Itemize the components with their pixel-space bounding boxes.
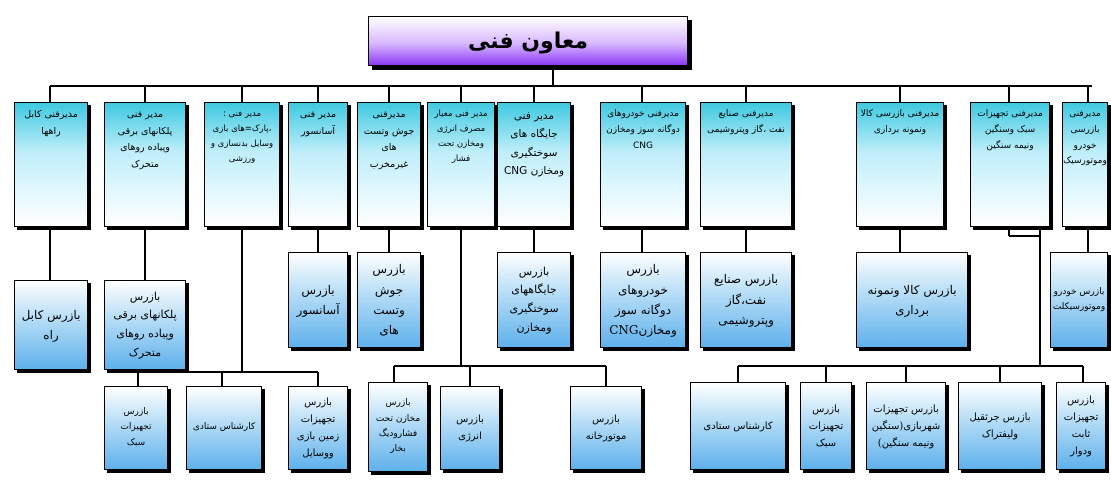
- inspector-dual-fuel-vehicles: بازرس خودروهای دوگانه سوز ومخازنCNG: [600, 252, 686, 348]
- inspector-playground-equipment: بازرس تجهیزات زمین بازی ووسایل: [288, 386, 348, 470]
- inspector-oil-gas: بازرس صنایع نفت،گاز وپتروشیمی: [700, 252, 792, 348]
- staff-expert-a: کارشناس ستادی: [186, 386, 262, 470]
- inspector-energy: بازرس انرژی: [440, 386, 500, 470]
- inspector-light-equipment-a: بازرس تجهیزات سبک: [104, 386, 168, 470]
- root-deputy-technical: معاون فنی: [368, 16, 688, 66]
- manager-cng-stations: مدیر فنی جایگاه های سوختگیری ومخازن CNG: [497, 102, 571, 227]
- inspector-escalators: بازرس پلکانهای برقی وپیاده روهای متحرک: [104, 280, 186, 370]
- inspector-cable-way: بازرس کابل راه: [14, 280, 88, 370]
- manager-elevators: مدیر فنی آسانسور: [288, 102, 348, 227]
- inspector-pressure-vessels: بازرس مخازن تحت فشارودیگ بخار: [368, 382, 428, 472]
- root-label: معاون فنی: [467, 28, 589, 54]
- manager-heavy-equipment: مدیرفنی تجهیزات سبک وسنگین ونیمه سنگین: [970, 102, 1050, 227]
- manager-playgrounds: مدیر فنی : ،پارک=های بازی وسایل بدنسازی …: [204, 102, 280, 227]
- manager-oil-gas: مدیرفنی صنایع نفت ،گاز وپتروشیمی: [700, 102, 792, 227]
- manager-goods-sampling: مدیرفنی بازرسی کالا ونمونه برداری: [856, 102, 944, 227]
- manager-escalators: مدیر فنی پلکانهای برقی وپیاده روهای متحر…: [104, 102, 186, 227]
- inspector-elevators: بازرس آسانسور: [288, 252, 348, 348]
- inspector-fixed-rotating-equipment: بازرس تجهیزات ثابت ودوار: [1056, 382, 1106, 470]
- inspector-cranes-forklifts: بازرس جرثقیل ولیفتراک: [958, 382, 1042, 470]
- inspector-vehicles: بازرس خودرو وموتورسیکلت: [1050, 252, 1108, 348]
- manager-welding-ndt: مدیرفنی جوش وتست های غیرمخرب: [357, 102, 421, 227]
- inspector-cng-stations: بازرس جایگاههای سوختگیری ومخازن: [497, 252, 571, 348]
- inspector-welding: بازرس جوش وتست های: [357, 252, 421, 348]
- inspector-engine-room: بازرس موتورخانه: [570, 386, 642, 470]
- inspector-amusement-equipment: بازرس تجهیزات شهربازی(سنگین ونیمه سنگین): [866, 382, 946, 470]
- manager-vehicles: مدیرفنی بازرسی خودرو وموتورسیک: [1062, 102, 1108, 227]
- manager-cable-ways: مدیرفنی کابل راهها: [14, 102, 88, 227]
- manager-energy-pressure: مدیر فنی معیار مصرف انرژی ومخازن تحت فشا…: [427, 102, 495, 227]
- inspector-light-equipment-b: بازرس تجهیزات سبک: [800, 382, 852, 470]
- inspector-goods-sampling: بازرس کالا ونمونه برداری: [856, 252, 968, 348]
- manager-dual-fuel-vehicles: مدیرفنی خودروهای دوگانه سوز ومخازن CNG: [600, 102, 686, 227]
- staff-expert-b: کارشناس ستادی: [690, 382, 786, 470]
